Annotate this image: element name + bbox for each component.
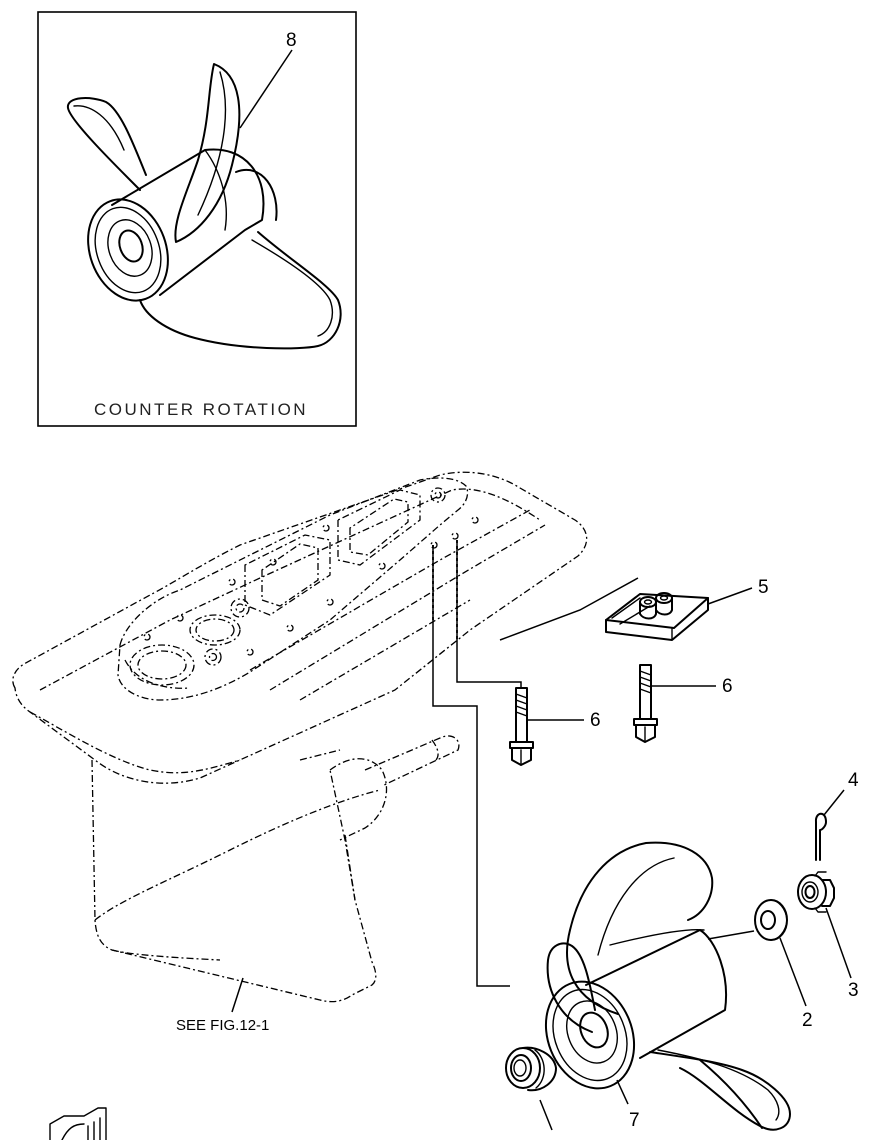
part-6-bolt-left: 6 xyxy=(509,687,601,766)
lower-unit-casing: SEE FIG.12-1 xyxy=(12,471,588,1034)
assembly-lines xyxy=(432,540,755,987)
forward-direction-arrow-icon xyxy=(49,1107,107,1140)
part-7-propeller: 7 xyxy=(544,841,791,1131)
part-3-prop-nut: 3 xyxy=(797,871,859,1001)
part-2-washer: 2 xyxy=(754,899,813,1031)
counter-rotation-inset: 8 COUNTER ROTATION xyxy=(37,11,357,427)
inset-frame xyxy=(37,11,357,427)
reference-note: SEE FIG.12-1 xyxy=(176,1017,269,1034)
callout-6-left: 6 xyxy=(590,710,601,731)
callout-8: 8 xyxy=(286,30,297,51)
callout-4: 4 xyxy=(848,770,859,791)
counter-rotation-propeller: 8 xyxy=(67,30,342,350)
part-6-bolt-right: 6 xyxy=(633,664,733,743)
part-5-anode: 5 xyxy=(605,577,769,641)
part-4-cotter-pin: 4 xyxy=(814,770,859,861)
callout-5: 5 xyxy=(758,577,769,598)
callout-2: 2 xyxy=(802,1010,813,1031)
callout-7: 7 xyxy=(629,1110,640,1131)
callout-6-right: 6 xyxy=(722,676,733,697)
inset-caption: COUNTER ROTATION xyxy=(94,400,308,419)
thrust-bushing xyxy=(505,1046,557,1131)
callout-3: 3 xyxy=(848,980,859,1001)
